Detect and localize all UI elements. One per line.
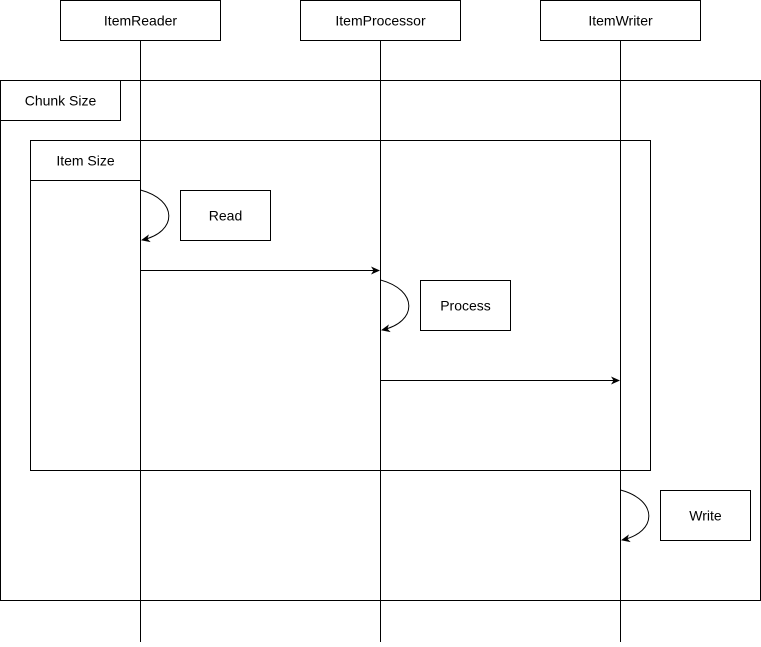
item-size-frame[interactable]: Item Size: [30, 140, 651, 471]
participant-itemprocessor[interactable]: ItemProcessor: [300, 0, 461, 41]
participant-itemreader-label: ItemReader: [104, 13, 177, 29]
note-read[interactable]: Read: [180, 190, 271, 241]
item-size-label: Item Size: [56, 153, 115, 169]
self-call-read-arrow: [140, 189, 170, 243]
participant-itemprocessor-label: ItemProcessor: [335, 13, 426, 29]
self-call-write-arrow: [620, 489, 650, 543]
item-size-frame-header: [30, 140, 141, 181]
chunk-size-frame-header: [0, 80, 121, 121]
participant-itemwriter[interactable]: ItemWriter: [540, 0, 701, 41]
note-write[interactable]: Write: [660, 490, 751, 541]
self-call-process-arrow: [380, 279, 410, 333]
participant-itemwriter-label: ItemWriter: [588, 13, 653, 29]
chunk-size-label: Chunk Size: [25, 93, 97, 109]
participant-itemreader[interactable]: ItemReader: [60, 0, 221, 41]
note-process[interactable]: Process: [420, 280, 511, 331]
note-process-label: Process: [440, 298, 491, 314]
note-write-label: Write: [689, 508, 722, 524]
note-read-label: Read: [209, 208, 242, 224]
